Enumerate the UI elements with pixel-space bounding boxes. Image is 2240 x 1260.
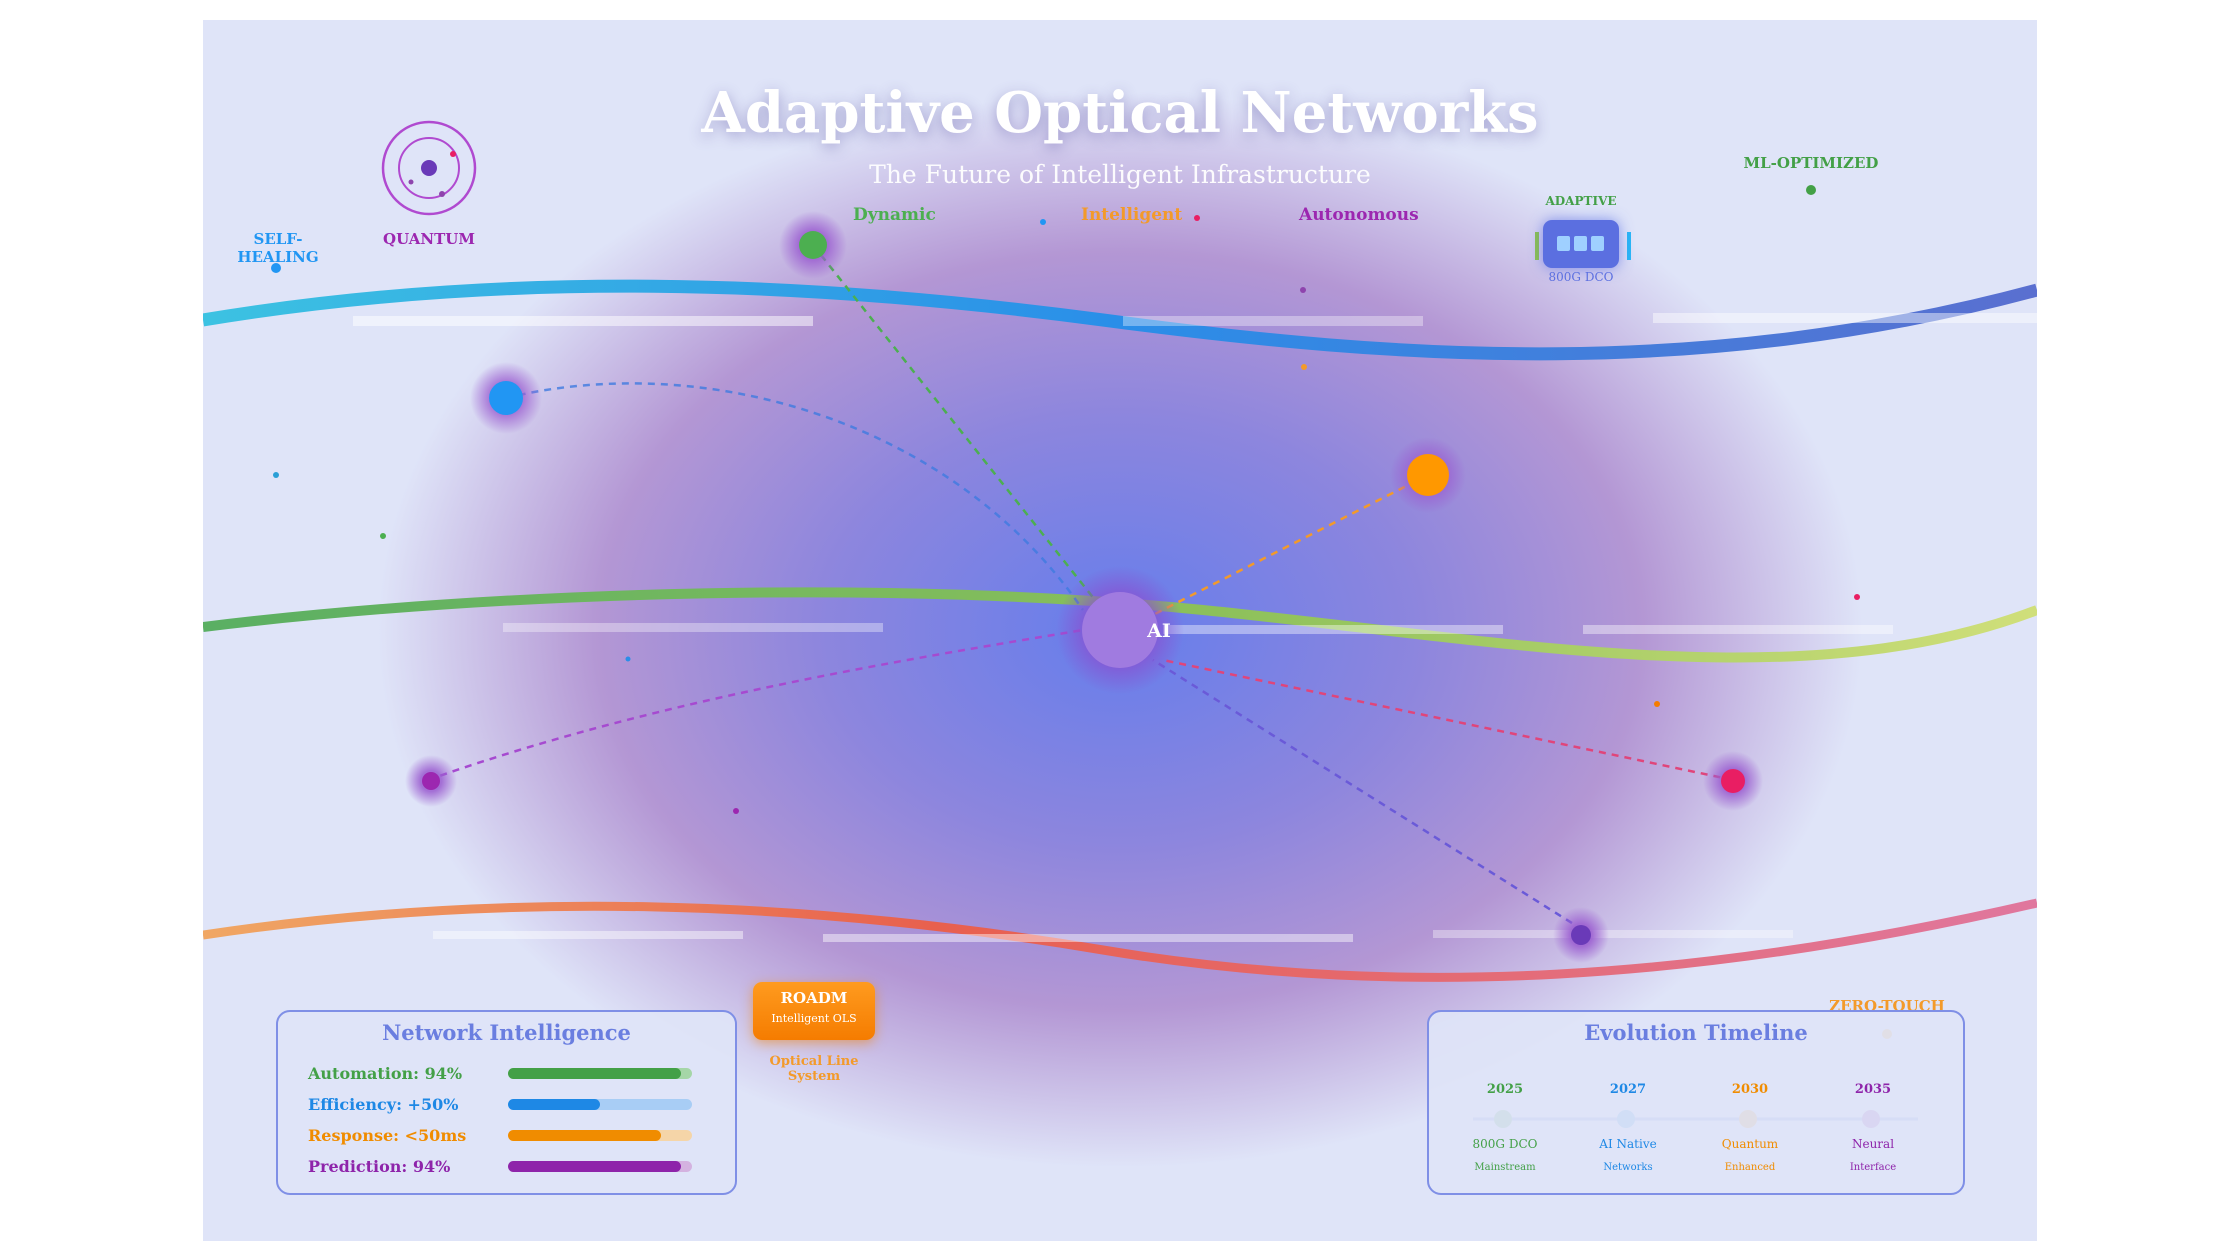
node-pink: [1703, 751, 1763, 811]
node-violet: [1553, 907, 1609, 963]
fiber-wave-blue: [203, 279, 2037, 361]
dco-side-tab-left: [1535, 232, 1539, 260]
metric-prediction-fill: [508, 1161, 681, 1172]
diagram-canvas: Adaptive Optical Networks The Future of …: [203, 20, 2037, 1241]
panel-title: Network Intelligence: [382, 1020, 631, 1045]
milestone-subtitle: Enhanced: [1724, 1162, 1776, 1173]
link-pink: [1162, 658, 1734, 782]
milestone-name: Neural: [1851, 1137, 1895, 1151]
roadm-subtitle: Intelligent OLS: [771, 1012, 857, 1025]
link-blue: [505, 382, 1085, 611]
link-orange: [1142, 473, 1429, 622]
evolution-timeline-panel: Evolution Timeline 2025 2027 2030 2035 8…: [1427, 1010, 1965, 1195]
page-subtitle: The Future of Intelligent Infrastructure: [869, 160, 1371, 189]
fiber-wave-green: [203, 587, 2037, 663]
dco-module-icon: [1543, 220, 1619, 268]
label-adaptive: ADAPTIVE: [1545, 194, 1617, 208]
milestone-subtitle: Interface: [1849, 1162, 1897, 1173]
link-violet: [1152, 658, 1584, 932]
metric-response-label: Response: <50ms: [308, 1126, 467, 1145]
metric-prediction-track: [508, 1161, 692, 1172]
metric-prediction-label: Prediction: 94%: [308, 1157, 451, 1176]
milestone-name: Quantum: [1721, 1137, 1779, 1151]
metric-efficiency-label: Efficiency: +50%: [308, 1095, 459, 1114]
milestone-name: 800G DCO: [1472, 1137, 1538, 1151]
milestone-year: 2027: [1609, 1082, 1647, 1097]
metric-automation-label: Automation: 94%: [308, 1064, 463, 1083]
ai-hub-label: AI: [1147, 620, 1171, 642]
dco-side-tab-right: [1627, 232, 1631, 260]
roadm-caption: Optical Line System: [769, 1054, 859, 1084]
milestone-subtitle: Networks: [1603, 1162, 1653, 1173]
milestone-subtitle: Mainstream: [1474, 1162, 1536, 1173]
metric-response-track: [508, 1130, 692, 1141]
dco-port: [1574, 236, 1587, 251]
page-title: Adaptive Optical Networks: [701, 80, 1539, 146]
milestone-year: 2035: [1854, 1082, 1892, 1097]
node-orange: [1390, 437, 1466, 513]
atom-icon: [381, 120, 477, 216]
connections: [427, 244, 1734, 932]
node-purple: [405, 755, 457, 807]
metric-automation-track: [508, 1068, 692, 1079]
keyword-intelligent: Intelligent: [1081, 205, 1183, 225]
metric-response-fill: [508, 1130, 661, 1141]
node-green: [779, 211, 847, 279]
dco-label: 800G DCO: [1548, 270, 1614, 284]
node-blue: [470, 362, 542, 434]
dco-port: [1591, 236, 1604, 251]
label-self-healing: SELF-HEALING: [237, 230, 319, 266]
label-quantum: QUANTUM: [383, 230, 475, 248]
keyword-dynamic: Dynamic: [853, 205, 936, 225]
milestone-year: 2030: [1731, 1082, 1769, 1097]
metric-efficiency-fill: [508, 1099, 600, 1110]
ai-hub: [1056, 566, 1184, 694]
link-purple: [427, 628, 1084, 782]
roadm-title: ROADM: [780, 989, 848, 1007]
fiber-wave-red: [203, 898, 2037, 982]
metric-efficiency-track: [508, 1099, 692, 1110]
light-streaks: [353, 313, 2037, 942]
panel-title: Evolution Timeline: [1584, 1020, 1808, 1045]
dco-port: [1557, 236, 1570, 251]
network-intelligence-panel: Network Intelligence Automation: 94% Eff…: [276, 1010, 737, 1195]
label-ml-optimized: ML-OPTIMIZED: [1743, 154, 1879, 172]
milestone-name: AI Native: [1599, 1137, 1657, 1151]
keyword-autonomous: Autonomous: [1299, 205, 1419, 225]
metric-automation-fill: [508, 1068, 681, 1079]
roadm-card: ROADM Intelligent OLS: [753, 982, 875, 1040]
network-scene: [203, 120, 2037, 1128]
milestone-year: 2025: [1486, 1082, 1524, 1097]
